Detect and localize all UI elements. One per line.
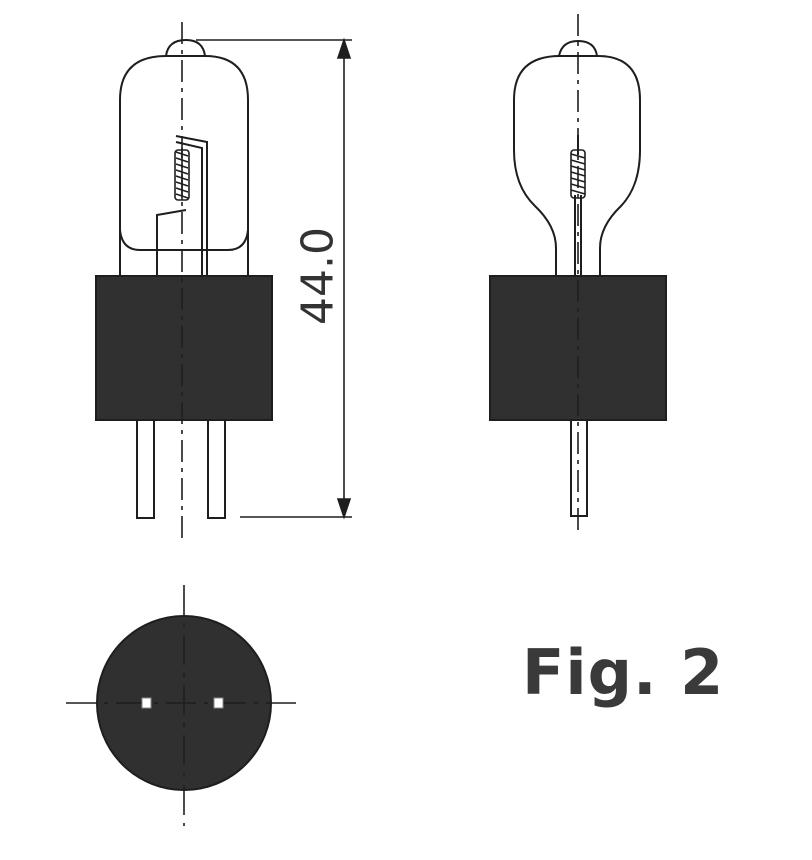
figure-caption: Fig. 2 xyxy=(522,636,725,709)
front-glass-bulb xyxy=(119,55,249,276)
side-bulb-tip xyxy=(558,39,598,57)
dimension-label: 44.0 xyxy=(292,227,344,325)
front-lead-right xyxy=(175,135,208,276)
front-lead-left xyxy=(156,209,187,276)
front-view xyxy=(119,38,249,519)
front-pin-left xyxy=(136,419,155,519)
front-glass-fill-line xyxy=(119,229,249,251)
side-pin xyxy=(570,419,588,517)
front-bulb-tip xyxy=(165,38,206,57)
front-base-block xyxy=(95,275,273,421)
front-pin-right xyxy=(207,419,226,519)
side-glass-bulb xyxy=(513,55,641,276)
bottom-pin-left xyxy=(141,697,152,709)
bottom-pin-right xyxy=(213,697,224,709)
height-dimension xyxy=(196,37,352,520)
bottom-view xyxy=(66,585,302,826)
